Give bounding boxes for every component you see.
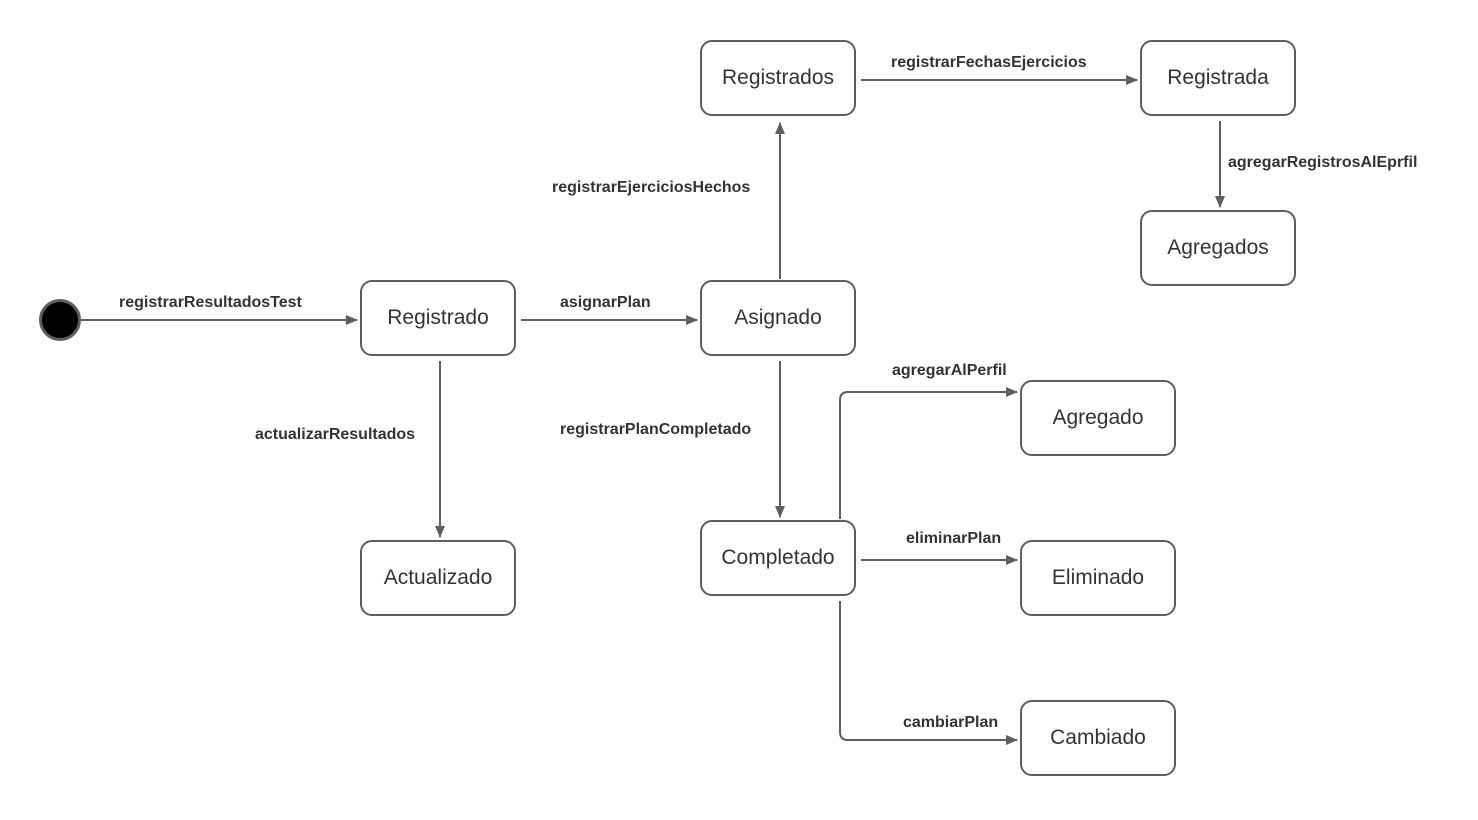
initial-state-node <box>39 299 81 341</box>
state-eliminado[interactable]: Eliminado <box>1020 540 1176 616</box>
label-registrar-ejercicios-hechos: registrarEjerciciosHechos <box>552 179 751 196</box>
label-agregar-registros-al-eprfil: agregarRegistrosAlEprfil <box>1228 154 1418 171</box>
label-registrar-fechas-ejercicios: registrarFechasEjercicios <box>891 54 1087 71</box>
label-registrar-plan-completado: registrarPlanCompletado <box>560 421 752 438</box>
state-completado[interactable]: Completado <box>700 520 856 596</box>
arrow-completado-to-cambiado <box>839 601 1018 745</box>
state-asignado[interactable]: Asignado <box>700 280 856 356</box>
label-eliminar-plan: eliminarPlan <box>906 530 1002 547</box>
label-asignar-plan: asignarPlan <box>560 294 651 311</box>
state-actualizado[interactable]: Actualizado <box>360 540 516 616</box>
label-registrar-resultados-test: registrarResultadosTest <box>119 294 302 311</box>
state-registrado[interactable]: Registrado <box>360 280 516 356</box>
state-agregado[interactable]: Agregado <box>1020 380 1176 456</box>
state-registrada[interactable]: Registrada <box>1140 40 1296 116</box>
state-agregados[interactable]: Agregados <box>1140 210 1296 286</box>
label-agregar-al-perfil: agregarAlPerfil <box>892 362 1007 379</box>
label-cambiar-plan: cambiarPlan <box>903 714 999 731</box>
state-cambiado[interactable]: Cambiado <box>1020 700 1176 776</box>
state-registrados[interactable]: Registrados <box>700 40 856 116</box>
label-actualizar-resultados: actualizarResultados <box>255 426 416 443</box>
arrow-completado-to-agregado <box>839 387 1018 519</box>
